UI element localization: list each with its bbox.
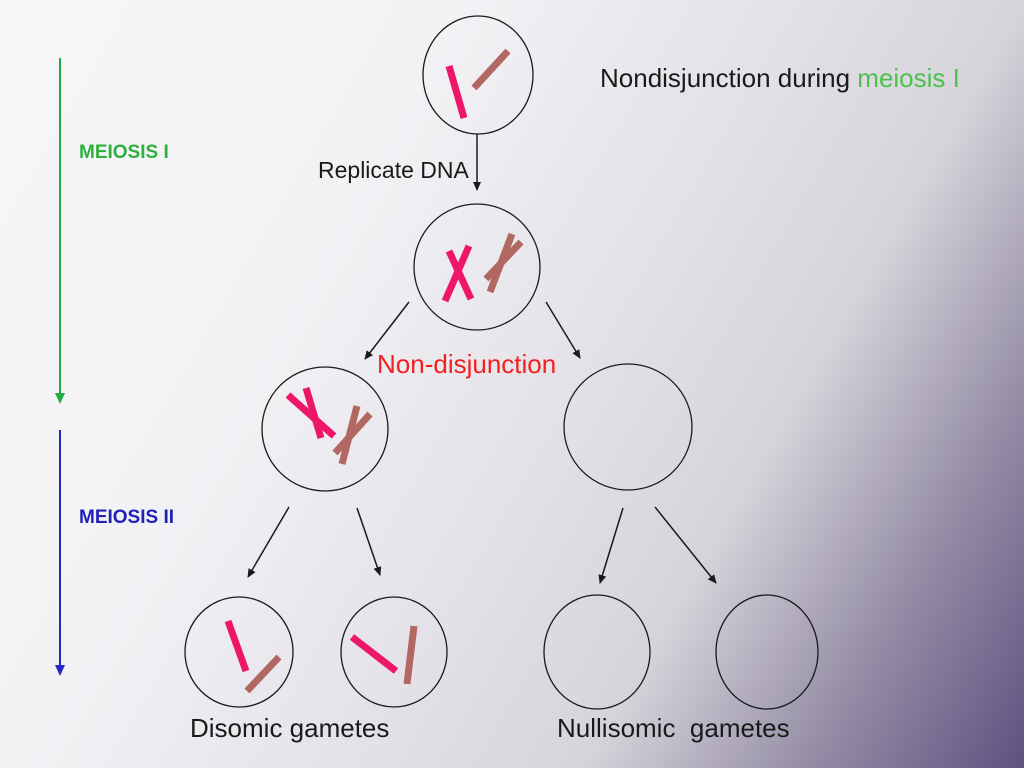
chromosome-brown-chromatid bbox=[483, 239, 524, 282]
non-disjunction-label: Non-disjunction bbox=[377, 349, 557, 379]
slide-title-black: Nondisjunction during bbox=[600, 63, 858, 93]
nullisomic-gamete-cell-2 bbox=[715, 594, 819, 710]
meiosis-2-label: MEIOSIS II bbox=[79, 507, 175, 528]
parent-cell bbox=[422, 15, 534, 135]
chromosome-brown-chromatid bbox=[332, 411, 373, 456]
chromosome-brown bbox=[244, 654, 282, 694]
disomic-gamete-cell-2 bbox=[340, 596, 448, 708]
chromosome-pink bbox=[349, 634, 399, 674]
meiosis-1-label: MEIOSIS I bbox=[79, 142, 169, 163]
nullisomic-gamete-cell-1 bbox=[543, 594, 651, 710]
arrow-to-nullisomic-1 bbox=[598, 507, 624, 584]
arrow-to-nondisjunction-cell bbox=[364, 301, 410, 360]
chromosome-brown bbox=[471, 48, 511, 91]
nondisjunction-cell bbox=[261, 366, 389, 492]
chromosome-pink bbox=[445, 65, 468, 119]
chromosome-pink-chromatid bbox=[302, 386, 325, 440]
disomic-gamete-cell-1 bbox=[184, 596, 294, 708]
chromosome-brown bbox=[403, 625, 418, 685]
slide-title: Nondisjunction during meiosis I bbox=[600, 63, 960, 94]
replicate-dna-label: Replicate DNA bbox=[318, 157, 469, 183]
disomic-gametes-label: Disomic gametes bbox=[190, 713, 390, 743]
arrow-to-nullisomic-2 bbox=[654, 506, 717, 584]
arrow-to-empty-cell bbox=[545, 301, 581, 359]
chromosome-pink bbox=[224, 619, 250, 673]
slide-title-green: meiosis I bbox=[857, 63, 960, 93]
empty-meiosis2-cell bbox=[563, 363, 693, 491]
replicated-cell bbox=[413, 203, 541, 331]
nullisomic-gametes-label: Nullisomic gametes bbox=[557, 713, 790, 743]
arrow-to-disomic-2 bbox=[356, 507, 382, 576]
arrow-to-disomic-1 bbox=[247, 506, 290, 578]
chromosome-pink-chromatid bbox=[441, 244, 473, 303]
